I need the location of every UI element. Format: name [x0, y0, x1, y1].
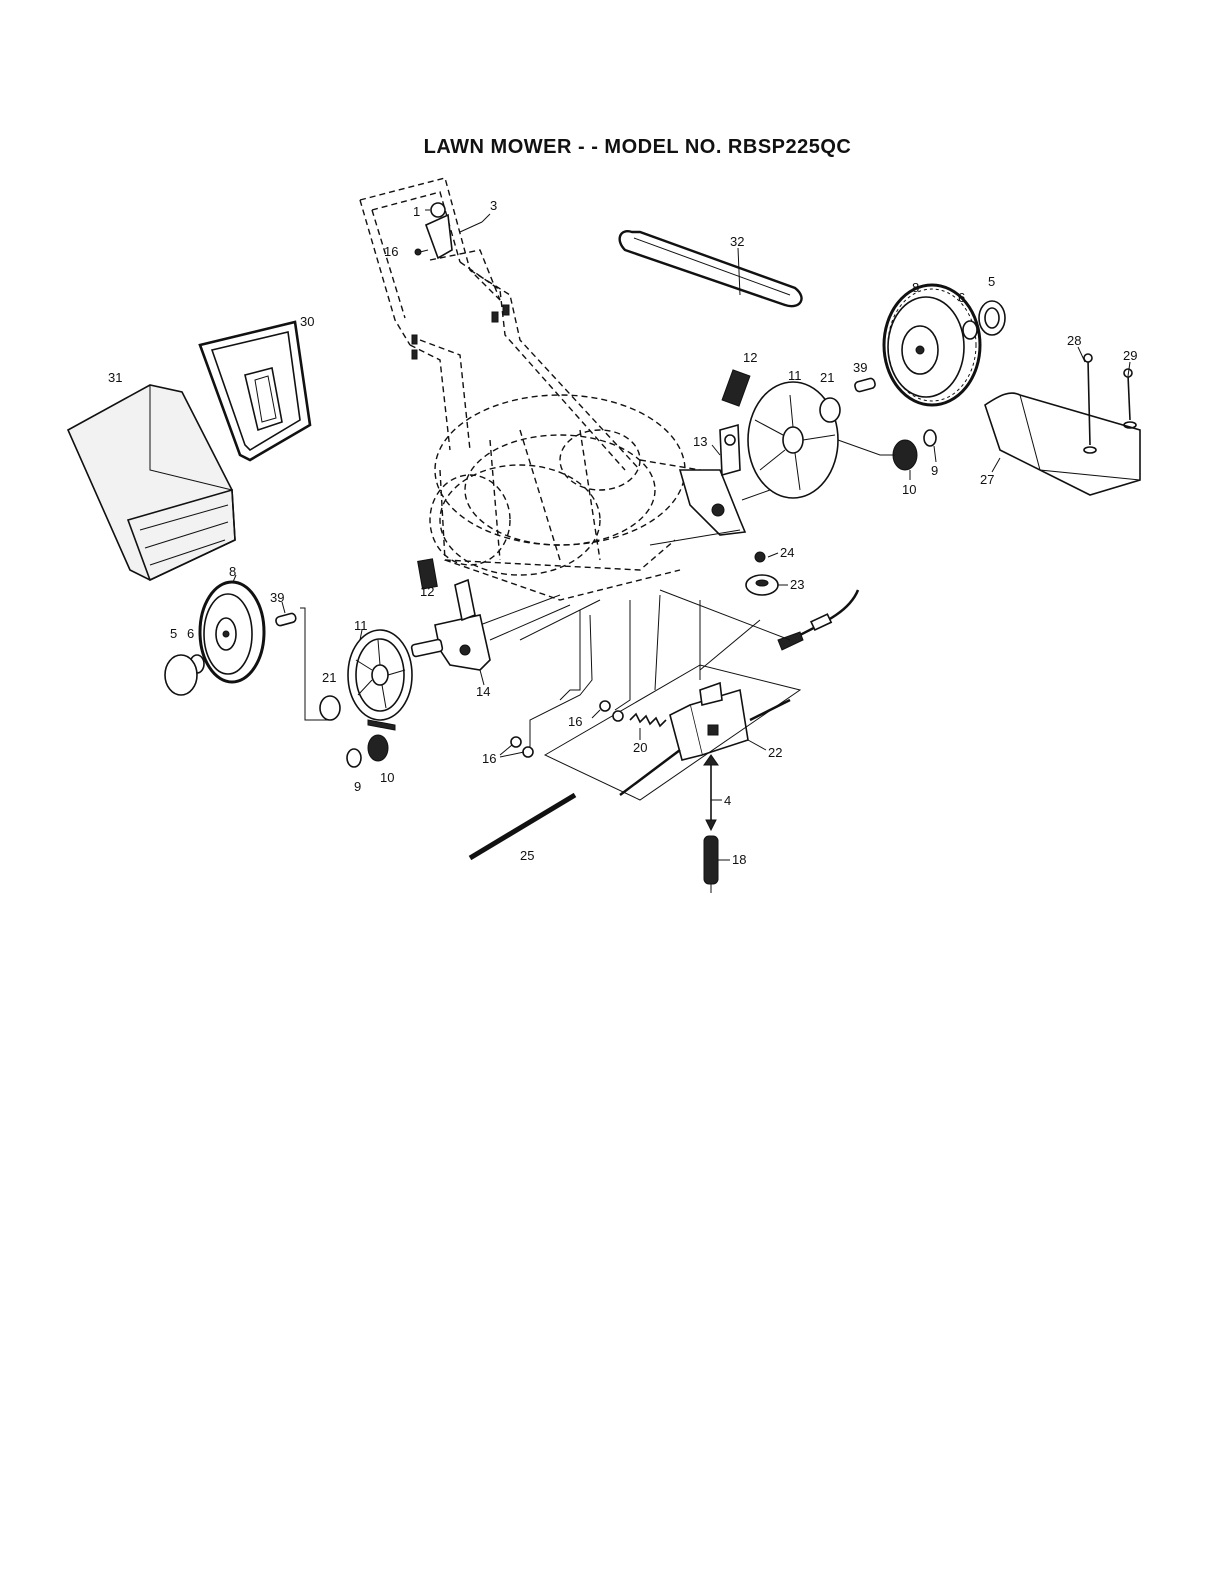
callout-11-right: 11 — [788, 368, 802, 383]
callout-23: 23 — [790, 577, 804, 592]
callout-16-left: 16 — [482, 751, 496, 766]
callout-1: 1 — [413, 204, 420, 219]
washer-right-21 — [820, 398, 840, 422]
gear-cover-left-11 — [348, 630, 412, 730]
callout-28: 28 — [1067, 333, 1081, 348]
callout-10-right: 10 — [902, 482, 916, 497]
hubcap-left-5 — [165, 655, 197, 695]
transmission-22 — [620, 683, 790, 795]
spring-18 — [704, 836, 718, 893]
callout-27: 27 — [980, 472, 994, 487]
callout-31: 31 — [108, 370, 122, 385]
rear-wheel-right-8 — [884, 285, 980, 405]
callout-3: 3 — [490, 198, 497, 213]
callout-21-right: 21 — [820, 370, 834, 385]
callout-labels: 1 3 16 32 30 31 8 6 5 12 11 21 39 28 29 … — [108, 198, 1137, 867]
rear-wheel-left-8 — [200, 582, 264, 682]
callout-12-left: 12 — [420, 584, 434, 599]
callout-32: 32 — [730, 234, 744, 249]
bushing-left-39 — [275, 613, 297, 627]
callout-22: 22 — [768, 745, 782, 760]
nut-24 — [755, 552, 765, 562]
callout-13: 13 — [693, 434, 707, 449]
callout-6-left: 6 — [187, 626, 194, 641]
callout-12-right: 12 — [743, 350, 757, 365]
rear-skirt-27 — [985, 393, 1140, 495]
nut-16-b — [613, 711, 623, 721]
callout-5-left: 5 — [170, 626, 177, 641]
callout-18: 18 — [732, 852, 746, 867]
callout-8-right: 8 — [912, 280, 919, 295]
height-adjuster-right-13 — [680, 425, 745, 535]
callout-29: 29 — [1123, 348, 1137, 363]
nut-right-6 — [963, 321, 977, 339]
pinion-gear-right-10 — [893, 440, 917, 470]
handle-assembly-outline — [360, 178, 640, 470]
clip-right-9 — [924, 430, 936, 446]
pulley-23 — [746, 575, 778, 595]
callout-20: 20 — [633, 740, 647, 755]
callout-leaders — [233, 248, 1130, 860]
callout-30: 30 — [300, 314, 314, 329]
callout-6-right: 6 — [958, 290, 965, 305]
nut-16-c — [511, 737, 521, 747]
transmission-outline — [545, 665, 800, 800]
callout-5-right: 5 — [988, 274, 995, 289]
callout-16-top: 16 — [384, 244, 398, 259]
nut-16-a — [600, 701, 610, 711]
hubcap-right-5 — [979, 301, 1005, 335]
nut-16-d — [523, 747, 533, 757]
callout-9-right: 9 — [931, 463, 938, 478]
pinion-gear-left-10 — [368, 735, 388, 761]
callout-4: 4 — [724, 793, 731, 808]
callout-8-left: 8 — [229, 564, 236, 579]
callout-21-left: 21 — [322, 670, 336, 685]
drive-belt-32 — [620, 231, 802, 306]
callout-39-right: 39 — [853, 360, 867, 375]
drive-cable — [778, 590, 858, 650]
callout-25: 25 — [520, 848, 534, 863]
washer-left-21 — [320, 696, 340, 720]
callout-16-center: 16 — [568, 714, 582, 729]
callout-11-left: 11 — [354, 618, 368, 633]
callout-24: 24 — [780, 545, 794, 560]
bolt-29 — [1128, 375, 1130, 420]
callout-39-left: 39 — [270, 590, 284, 605]
callout-14: 14 — [476, 684, 490, 699]
handle-control-parts — [412, 203, 509, 359]
bushing-right-39 — [854, 378, 876, 393]
callout-9-left: 9 — [354, 779, 361, 794]
callout-10-left: 10 — [380, 770, 394, 785]
grass-bag-frame-30 — [200, 322, 310, 460]
spring-right-12 — [722, 370, 750, 406]
clip-left-9 — [347, 749, 361, 767]
engine-deck-outline — [430, 395, 710, 600]
spring-20 — [630, 714, 666, 726]
grass-bag-31 — [68, 385, 235, 580]
rod-4 — [704, 755, 718, 830]
